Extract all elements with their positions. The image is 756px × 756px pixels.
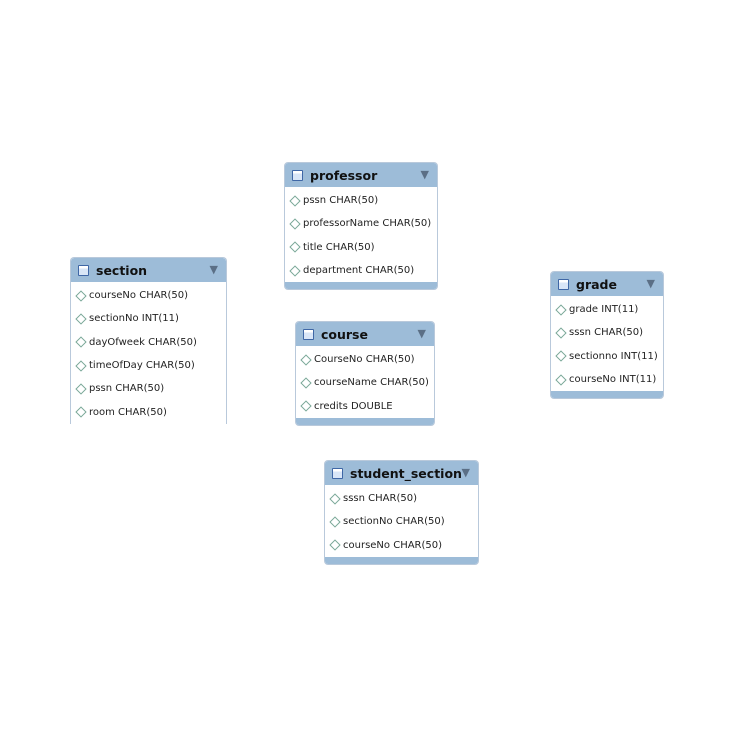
column-row[interactable]: sssn CHAR(50) [551, 321, 663, 344]
column-diamond-icon [75, 359, 87, 372]
column-row[interactable]: professorName CHAR(50) [285, 212, 437, 235]
column-label: timeOfDay CHAR(50) [89, 360, 195, 372]
column-diamond-icon [75, 336, 87, 348]
column-diamond-icon [75, 289, 87, 302]
column-diamond-icon [329, 516, 341, 528]
column-diamond-icon [300, 400, 312, 412]
column-diamond-icon [329, 539, 341, 551]
column-row[interactable]: credits DOUBLE [296, 395, 434, 418]
column-row[interactable]: sectionNo CHAR(50) [325, 510, 478, 533]
column-row[interactable]: room CHAR(50) [71, 400, 226, 423]
column-label: courseNo CHAR(50) [89, 290, 189, 302]
column-diamond-icon [75, 313, 87, 325]
column-row[interactable]: pssn CHAR(50) [71, 377, 226, 400]
column-label: CourseNo CHAR(50) [314, 354, 415, 366]
table-header[interactable]: professor ▼ [285, 163, 437, 187]
column-diamond-icon [75, 406, 87, 418]
column-row[interactable]: courseName CHAR(50) [296, 371, 434, 394]
table-professor[interactable]: professor ▼ pssn CHAR(50) professorName … [284, 162, 438, 291]
column-diamond-icon [75, 383, 87, 395]
table-grade[interactable]: grade ▼ grade INT(11) sssn CHAR(50) sect… [550, 271, 664, 400]
table-header[interactable]: student_section ▼ [325, 461, 478, 485]
column-row[interactable]: timeOfDay CHAR(50) [71, 354, 226, 377]
collapse-arrow-icon[interactable]: ▼ [646, 277, 655, 290]
table-footer [325, 556, 478, 564]
column-diamond-icon [300, 353, 312, 366]
column-label: sssn CHAR(50) [569, 327, 643, 339]
column-label: courseName CHAR(50) [314, 377, 429, 389]
column-row[interactable]: sectionno INT(11) [551, 345, 663, 368]
collapse-arrow-icon[interactable]: ▼ [420, 168, 429, 181]
column-diamond-icon [300, 377, 312, 389]
column-diamond-icon [555, 373, 567, 386]
column-row[interactable]: dayOfweek CHAR(50) [71, 331, 226, 354]
column-diamond-icon [329, 492, 341, 505]
table-name: section [96, 262, 148, 278]
column-label: sectionNo INT(11) [89, 313, 179, 325]
column-row[interactable]: grade INT(11) [551, 298, 663, 321]
column-row[interactable]: title CHAR(50) [285, 236, 437, 259]
column-label: title CHAR(50) [303, 241, 375, 253]
table-icon [78, 264, 89, 276]
column-diamond-icon [555, 327, 567, 339]
column-label: department CHAR(50) [303, 265, 415, 277]
column-label: pssn CHAR(50) [89, 383, 165, 395]
column-row[interactable]: courseNo INT(11) [551, 368, 663, 391]
column-row[interactable]: CourseNo CHAR(50) [296, 348, 434, 371]
column-label: credits DOUBLE [314, 400, 393, 412]
column-row[interactable]: courseNo CHAR(50) [325, 534, 478, 557]
column-row[interactable]: department CHAR(50) [285, 259, 437, 282]
table-name: professor [310, 167, 378, 183]
column-diamond-icon [289, 194, 301, 207]
column-label: courseNo CHAR(50) [343, 539, 443, 551]
column-label: professorName CHAR(50) [303, 218, 432, 230]
table-footer [296, 417, 434, 425]
column-label: sssn CHAR(50) [343, 493, 417, 505]
column-label: sectionno INT(11) [569, 350, 658, 362]
collapse-arrow-icon[interactable]: ▼ [209, 263, 218, 276]
table-icon [558, 278, 569, 290]
column-row[interactable]: sssn CHAR(50) [325, 487, 478, 510]
column-row[interactable]: pssn CHAR(50) [285, 189, 437, 212]
column-diamond-icon [555, 350, 567, 362]
table-icon [292, 169, 303, 181]
column-label: room CHAR(50) [89, 406, 167, 418]
table-header[interactable]: course ▼ [296, 322, 434, 346]
column-label: dayOfweek CHAR(50) [89, 336, 197, 348]
column-diamond-icon [289, 264, 301, 277]
collapse-arrow-icon[interactable]: ▼ [461, 466, 470, 479]
column-label: grade INT(11) [569, 304, 639, 316]
table-footer [551, 391, 663, 399]
table-course[interactable]: course ▼ CourseNo CHAR(50) courseName CH… [295, 321, 435, 426]
column-row[interactable]: courseNo CHAR(50) [71, 284, 226, 307]
column-diamond-icon [289, 218, 301, 230]
table-name: course [321, 326, 368, 342]
table-icon [303, 328, 314, 340]
table-header[interactable]: section ▼ [71, 258, 226, 282]
column-label: pssn CHAR(50) [303, 195, 379, 207]
column-label: courseNo INT(11) [569, 374, 657, 386]
table-name: grade [576, 276, 617, 292]
table-icon [332, 467, 343, 479]
table-footer [285, 282, 437, 290]
column-diamond-icon [555, 303, 567, 316]
table-student-section[interactable]: student_section ▼ sssn CHAR(50) sectionN… [324, 460, 479, 565]
column-diamond-icon [289, 241, 301, 253]
table-section[interactable]: section ▼ courseNo CHAR(50) sectionNo IN… [70, 257, 227, 424]
column-row[interactable]: sectionNo INT(11) [71, 307, 226, 330]
table-header[interactable]: grade ▼ [551, 272, 663, 296]
column-label: sectionNo CHAR(50) [343, 516, 445, 528]
collapse-arrow-icon[interactable]: ▼ [417, 327, 426, 340]
table-name: student_section [350, 465, 462, 481]
